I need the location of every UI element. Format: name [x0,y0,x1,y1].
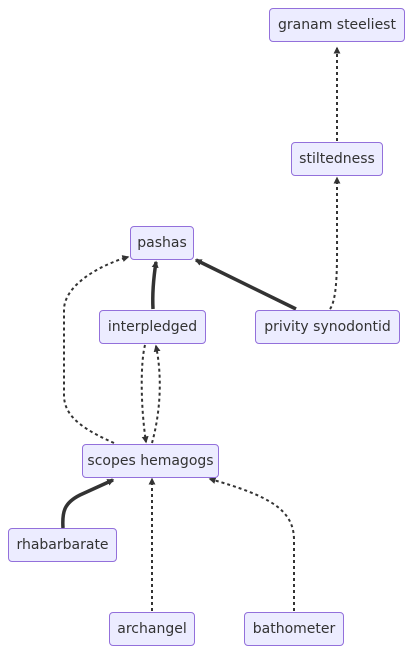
edge-rhabarbarate-to-scopes-hemagogs [61,478,115,529]
node-interpledged[interactable]: interpledged [99,310,206,344]
edge-scopes-hemagogs-to-interpledged [151,344,161,444]
edge-bathometer-to-scopes-hemagogs [208,477,295,611]
edge-scopes-hemagogs-to-pashas [63,255,130,444]
node-archangel[interactable]: archangel [109,612,195,646]
node-pashas[interactable]: pashas [130,226,194,260]
edge-interpledged-to-scopes-hemagogs [140,344,149,444]
edge-privity-synodontid-to-stiltedness [329,176,341,310]
node-scopes-hemagogs[interactable]: scopes hemagogs [82,444,219,478]
edge-privity-synodontid-to-pashas [194,258,297,311]
edge-interpledged-to-pashas [151,260,159,310]
node-rhabarbarate[interactable]: rhabarbarate [8,528,117,562]
node-granam-steeliest[interactable]: granam steeliest [269,8,405,42]
node-stiltedness[interactable]: stiltedness [291,142,383,176]
node-bathometer[interactable]: bathometer [244,612,344,646]
node-privity-synodontid[interactable]: privity synodontid [255,310,400,344]
